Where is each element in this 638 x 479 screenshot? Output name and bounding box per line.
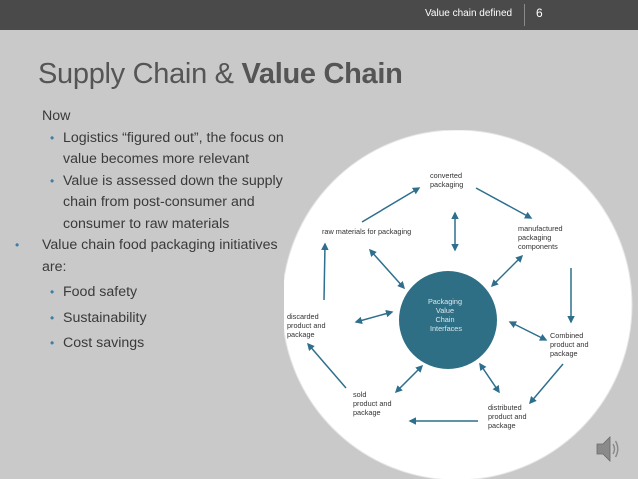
arrow-center-raw xyxy=(368,248,406,290)
node-label-line: package xyxy=(287,330,315,339)
list-item: • Logistics “figured out”, the focus on … xyxy=(28,128,298,171)
node-label-line: packaging xyxy=(430,180,463,189)
node-label-line: discarded xyxy=(287,312,319,321)
bullet-icon: • xyxy=(15,238,20,252)
node-label-line: components xyxy=(518,242,558,251)
arrow-combined-to-distributed xyxy=(529,363,564,405)
list-item-text: Food safety xyxy=(63,284,138,300)
node-label-line: distributed xyxy=(488,403,522,412)
center-label-line: Interfaces xyxy=(430,324,462,333)
title-bold: Value Chain xyxy=(241,58,403,90)
list-item-text: Cost savings xyxy=(63,335,145,351)
node-label-line: sold xyxy=(353,390,366,399)
list-item: • Cost savings xyxy=(28,333,298,355)
arrow-raw-to-converted xyxy=(361,187,421,223)
node-distributed: distributed product and package xyxy=(488,403,529,430)
node-label-line: product and xyxy=(353,399,392,408)
arrow-center-combined xyxy=(508,321,548,341)
node-combined: Combined product and package xyxy=(550,331,591,358)
node-sold: sold product and package xyxy=(353,390,394,417)
node-converted: converted packaging xyxy=(430,171,464,189)
node-label-line: Combined xyxy=(550,331,583,340)
node-discarded: discarded product and package xyxy=(287,312,328,339)
list-item: • Food safety xyxy=(28,282,298,304)
node-label-line: package xyxy=(488,421,516,430)
title-light: Supply Chain & xyxy=(38,58,242,90)
node-raw-materials: raw materials for packaging xyxy=(322,227,411,236)
arrow-center-discarded xyxy=(354,309,394,325)
arrow-sold-to-discarded xyxy=(307,342,347,389)
center-circle xyxy=(399,271,497,369)
body-heading: Now xyxy=(42,108,71,124)
node-label-line: package xyxy=(353,408,381,417)
center-label-line: Chain xyxy=(435,315,454,324)
list-item-text: Logistics “figured out”, the focus on va… xyxy=(63,129,284,168)
slide-number: 6 xyxy=(536,6,543,20)
list-item: • Value chain food packaging initiatives… xyxy=(14,235,298,278)
list-item-text: Value is assessed down the supply chain … xyxy=(63,172,283,232)
arrow-center-sold xyxy=(394,364,424,394)
bullet-icon: • xyxy=(50,285,55,299)
center-label-line: Value xyxy=(436,306,454,315)
bullet-icon: • xyxy=(50,130,55,145)
node-manufactured: manufactured packaging components xyxy=(518,224,565,251)
slide-body: Now • Logistics “figured out”, the focus… xyxy=(15,106,298,355)
bullet-icon: • xyxy=(50,336,55,350)
arrow-discarded-to-raw xyxy=(321,242,329,301)
bullet-icon: • xyxy=(50,173,55,188)
node-label-line: packaging xyxy=(518,233,551,242)
center-label: Packaging Value Chain Interfaces xyxy=(428,297,464,333)
value-chain-diagram: Packaging Value Chain Interfaces convert… xyxy=(284,130,633,479)
center-label-line: Packaging xyxy=(428,297,462,306)
node-label-line: product and xyxy=(550,340,589,349)
header-bar: Value chain defined 6 xyxy=(0,0,638,30)
node-label-line: product and xyxy=(488,412,527,421)
arrow-center-manufactured xyxy=(490,254,524,288)
slide-title: Supply Chain & Value Chain xyxy=(38,58,403,91)
list-item: • Value is assessed down the supply chai… xyxy=(28,171,298,236)
list-item: • Sustainability xyxy=(28,308,298,330)
node-label-line: product and xyxy=(287,321,326,330)
node-label-line: manufactured xyxy=(518,224,563,233)
bullet-icon: • xyxy=(50,310,55,325)
arrow-converted-to-manufactured xyxy=(475,187,533,219)
speaker-icon[interactable] xyxy=(594,432,622,466)
list-item-text: Value chain food packaging initiatives a… xyxy=(42,237,278,275)
node-label-line: package xyxy=(550,349,578,358)
node-label-line: raw materials for packaging xyxy=(322,227,411,236)
list-item-text: Sustainability xyxy=(63,309,147,326)
header-divider xyxy=(524,4,525,26)
arrow-center-distributed xyxy=(479,362,500,394)
node-label-line: converted xyxy=(430,171,462,180)
section-title: Value chain defined xyxy=(425,8,513,19)
